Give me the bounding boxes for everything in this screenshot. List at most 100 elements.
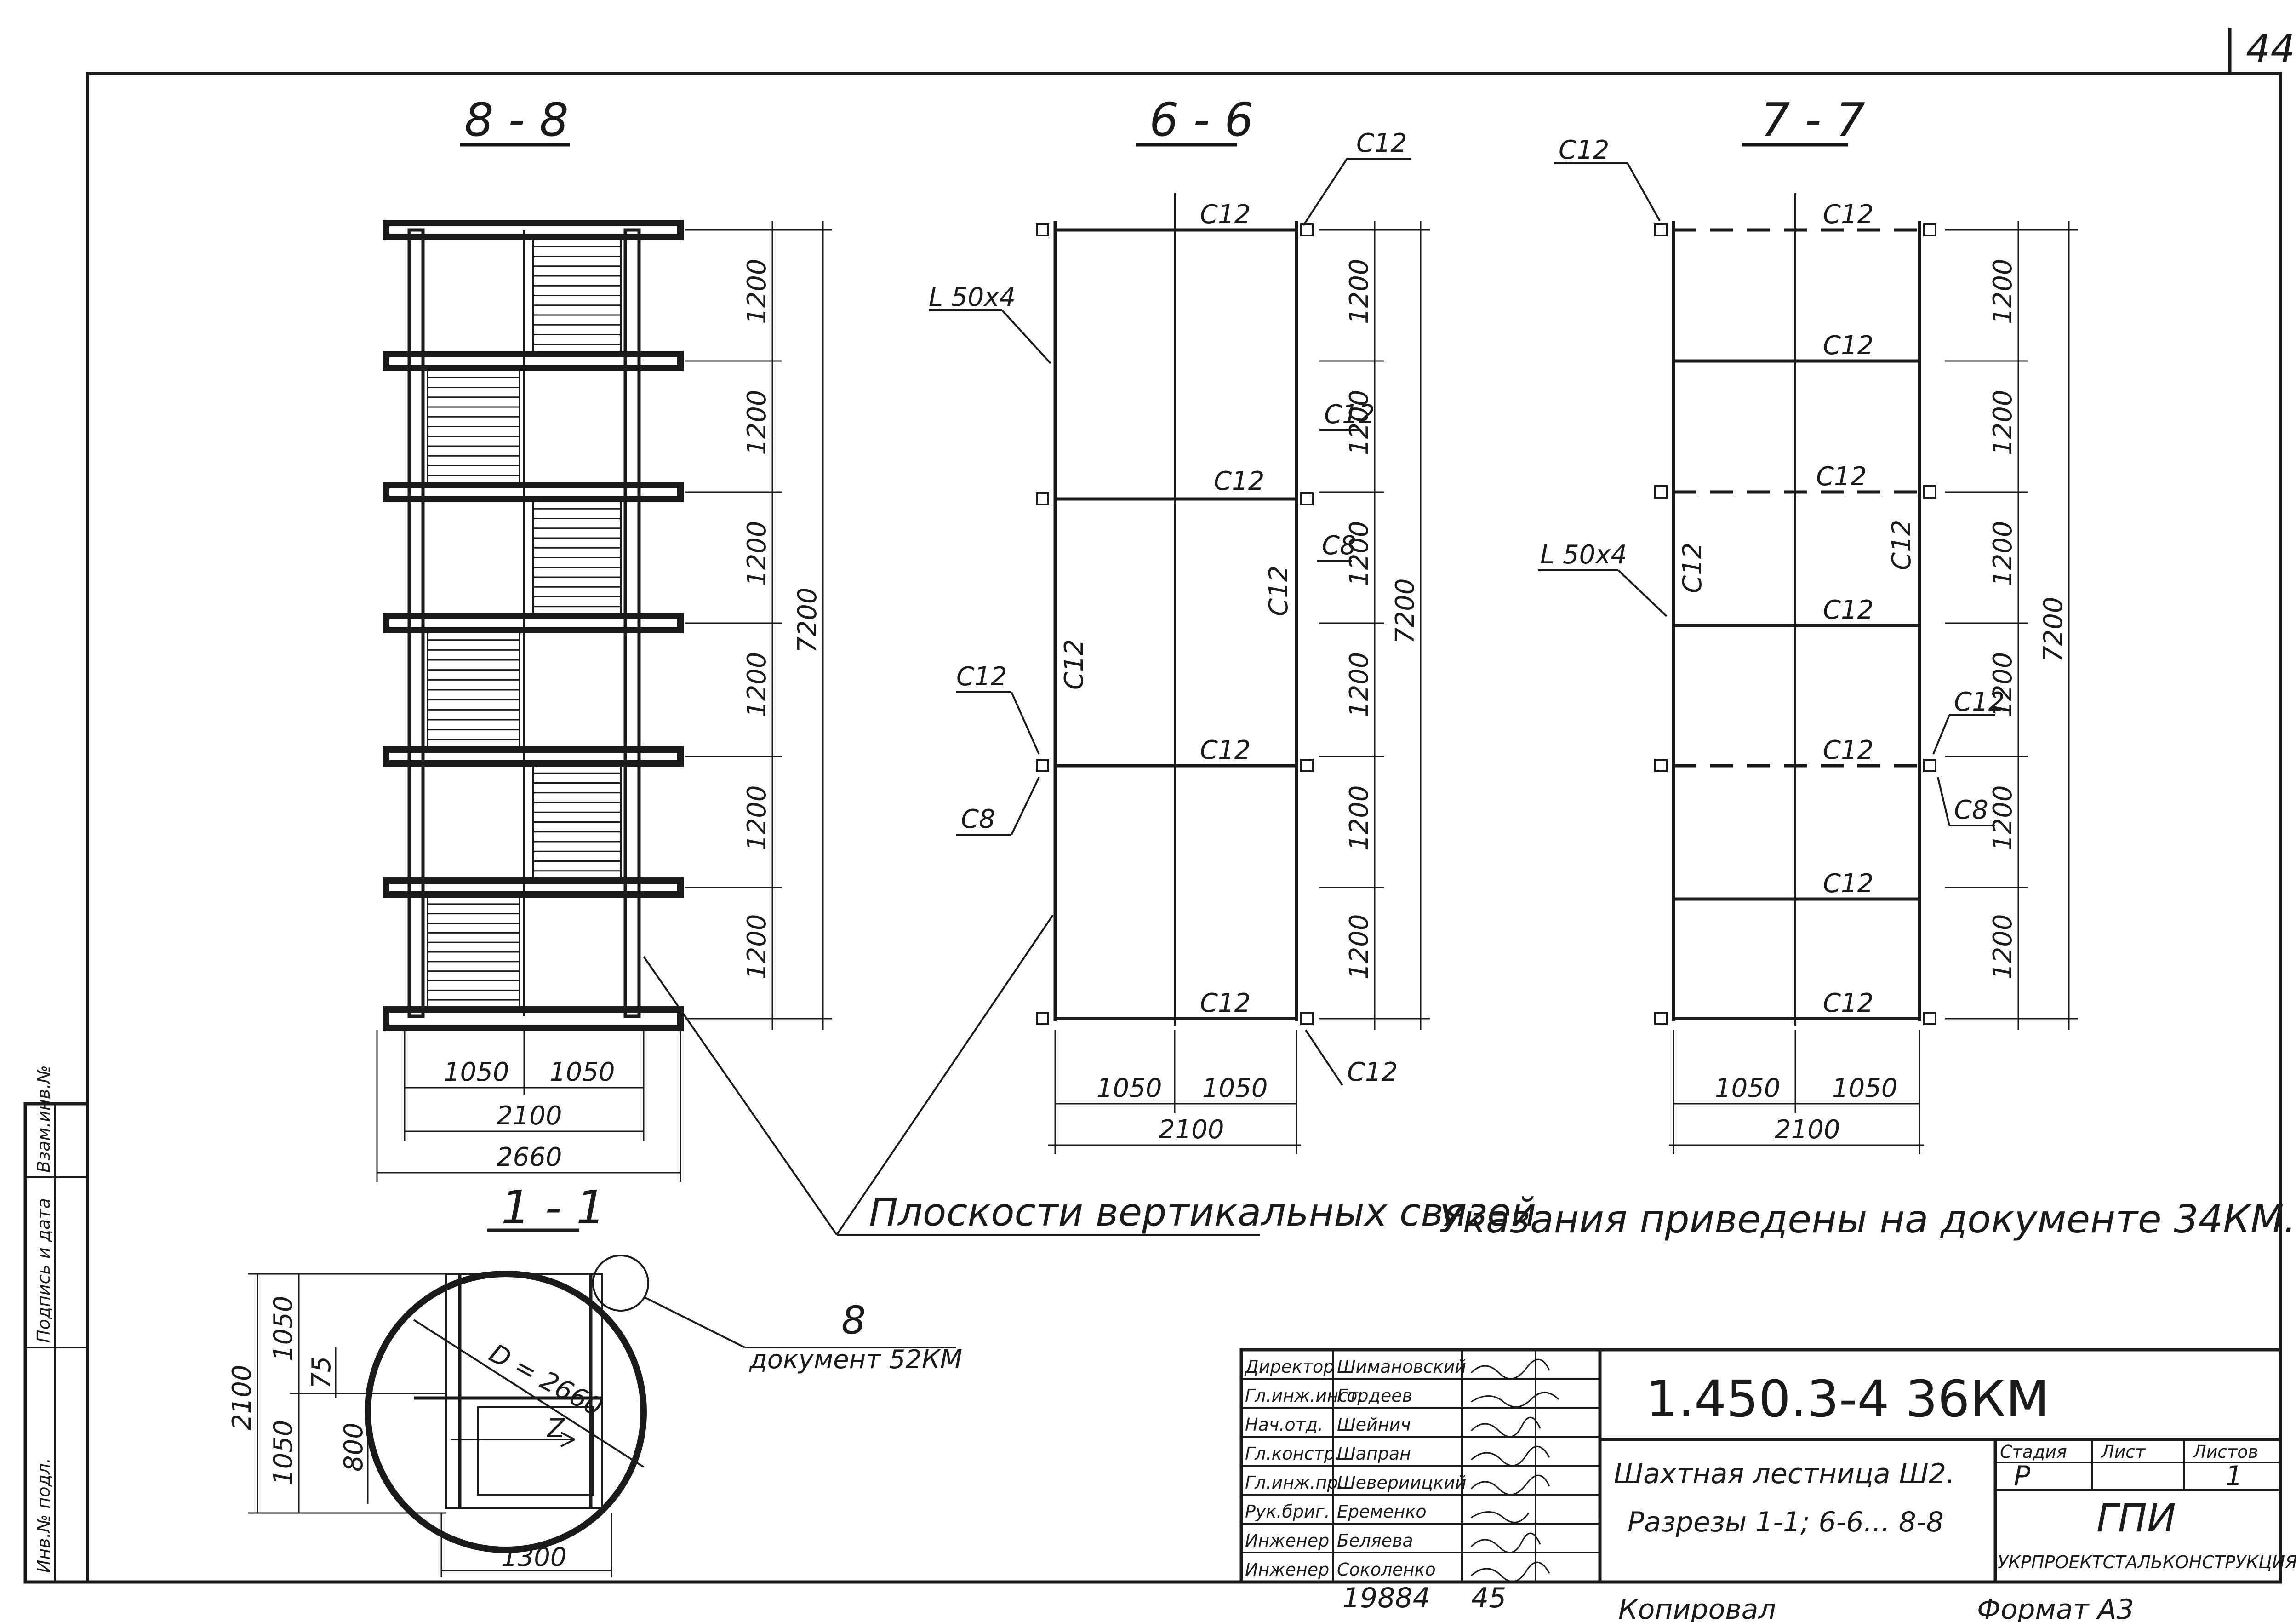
label-77-c12-callout-top: C12	[1559, 135, 1609, 165]
title-block: Директор Шимановский Гл.инж.инст. Гордее…	[1239, 1348, 2296, 1584]
tb-name-8: Соколенко	[1337, 1559, 1436, 1580]
bottom-number-2: 45	[1471, 1582, 1506, 1614]
sheet-header: Лист	[2100, 1442, 2146, 1462]
label-77-c12-callout-right: C12	[1954, 687, 2005, 717]
dim-77-h4: 1200	[1988, 652, 2018, 717]
dim-88-outer: 2660	[497, 1142, 562, 1172]
dim-11-2100: 2100	[227, 1364, 257, 1430]
tb-name-5: Шевериицкий	[1337, 1473, 1467, 1493]
label-77-c12-7: C12	[1823, 988, 1873, 1018]
callout-doc: документ 52КМ	[749, 1345, 962, 1375]
format-label: Формат А3	[1977, 1593, 2134, 1622]
z-label: Z	[546, 1414, 565, 1444]
bracing-note: Плоскости вертикальных связей	[643, 914, 1536, 1236]
dim-77-w1: 1050	[1715, 1073, 1781, 1103]
dim-77-h5: 1200	[1988, 785, 2018, 851]
dim-88-h3: 1200	[742, 521, 772, 586]
dim-88-h2: 1200	[742, 390, 772, 455]
label-66-c12-3: C12	[1200, 735, 1251, 765]
dim-88-h6: 1200	[742, 914, 772, 980]
tb-role-7: Инженер	[1245, 1530, 1329, 1551]
dim-88-w2: 1050	[549, 1057, 615, 1087]
bottom-number-1: 19884	[1342, 1582, 1430, 1614]
label-77-c12-6: C12	[1823, 869, 1873, 899]
dim-66-h6: 1200	[1344, 914, 1374, 980]
dim-66-h1: 1200	[1344, 258, 1374, 324]
copied-by: Копировал	[1618, 1593, 1776, 1622]
label-77-c12-3: C12	[1816, 462, 1867, 492]
label-66-c8-callout-left: C8	[961, 804, 995, 834]
dim-88-h5: 1200	[742, 785, 772, 851]
instructions-note: Указания приведены на документе 34КМ.	[1439, 1197, 2296, 1242]
dim-11-75: 75	[307, 1356, 337, 1389]
tb-name-7: Беляева	[1337, 1530, 1413, 1551]
tb-role-4: Гл.констр.	[1245, 1444, 1341, 1464]
signature-scribbles	[1470, 1358, 1559, 1582]
label-66-c12-callout-bottom: C12	[1347, 1057, 1398, 1087]
section-6-6: 6 - 6 C12 C12 C12 C12 C12 C12	[929, 93, 1430, 1154]
dim-66-h2: 1200	[1344, 390, 1374, 455]
dim-77-h1: 1200	[1988, 258, 2018, 324]
drawing-name-line1: Шахтная лестница Ш2.	[1614, 1458, 1955, 1490]
drawing-name-line2: Разрезы 1-1; 6-6... 8-8	[1628, 1506, 1944, 1538]
page-number: 44	[2246, 26, 2295, 71]
label-77-angle: L 50x4	[1540, 540, 1627, 570]
section-8-8: 8 - 8	[376, 93, 832, 1182]
dim-88-width: 2100	[497, 1101, 562, 1131]
dim-77-w2: 1050	[1832, 1073, 1898, 1103]
section-6-6-title: 6 - 6	[1149, 93, 1254, 147]
document-code: 1.450.3-4 36КМ	[1646, 1370, 2049, 1428]
org-full-name: УКРПРОЕКТСТАЛЬКОНСТРУКЦИЯ	[1998, 1552, 2296, 1572]
tb-name-6: Еременко	[1337, 1502, 1427, 1522]
section-1-1-title: 1 - 1	[501, 1181, 605, 1234]
section-7-7-title: 7 - 7	[1761, 93, 1865, 147]
dim-77-width: 2100	[1775, 1115, 1840, 1145]
label-66-c12-top: C12	[1200, 200, 1251, 229]
sheets-value: 1	[2225, 1460, 2243, 1492]
tb-role-8: Инженер	[1245, 1559, 1329, 1580]
dim-77-h3: 1200	[1988, 521, 2018, 586]
tb-name-1: Шимановский	[1337, 1357, 1466, 1377]
tb-name-3: Шейнич	[1337, 1415, 1411, 1435]
dim-66-total: 7200	[1390, 578, 1420, 644]
dim-88-total: 7200	[793, 587, 822, 653]
dim-77-h6: 1200	[1988, 914, 2018, 980]
section-7-7: 7 - 7 C12 C12 C12 C12 C12 C12	[1538, 93, 2078, 1154]
dim-66-h5: 1200	[1344, 785, 1374, 851]
label-66-c12-post-right: C12	[1264, 566, 1294, 616]
label-66-c12-2: C12	[1214, 466, 1264, 496]
tb-role-6: Рук.бриг.	[1245, 1502, 1330, 1522]
diameter-label: D = 2660	[484, 1338, 607, 1422]
tb-name-4: Шапран	[1337, 1444, 1411, 1464]
dim-88-h4: 1200	[742, 652, 772, 717]
section-1-1: 1 - 1 Z D = 2660 8 документ 52КМ 2100 10…	[227, 1181, 962, 1577]
label-77-c12-post-left: C12	[1678, 543, 1708, 593]
bracing-note-text: Плоскости вертикальных связей	[869, 1190, 1536, 1235]
dim-11-1300: 1300	[501, 1542, 567, 1572]
dim-66-h3: 1200	[1344, 521, 1374, 586]
label-66-c12-callout-mid: C12	[1324, 400, 1375, 430]
sheets-header: Листов	[2192, 1442, 2258, 1462]
label-77-c12-5: C12	[1823, 735, 1873, 765]
dim-88-h1: 1200	[742, 258, 772, 324]
callout-number: 8	[841, 1298, 866, 1343]
label-66-c12-bottom: C12	[1200, 988, 1251, 1018]
side-stamp-replace: Взам.инв.№	[34, 1065, 54, 1173]
side-stamp-inv: Инв.№ подл.	[34, 1458, 54, 1573]
tb-role-3: Нач.отд.	[1245, 1415, 1323, 1435]
label-77-c8-callout: C8	[1954, 795, 1988, 825]
side-stamp: Инв.№ подл. Подпись и дата Взам.инв.№	[23, 1065, 89, 1584]
tb-role-5: Гл.инж.пр.	[1245, 1473, 1343, 1493]
label-66-c12-callout-left: C12	[956, 662, 1007, 692]
dim-88-w1: 1050	[444, 1057, 509, 1087]
dim-77-total: 7200	[2039, 596, 2068, 662]
org-name: ГПИ	[2096, 1496, 2176, 1541]
dim-11-1050-bottom: 1050	[268, 1420, 298, 1485]
label-77-c12-2: C12	[1823, 331, 1873, 361]
side-stamp-sign: Подпись и дата	[34, 1198, 54, 1343]
label-77-c12-4: C12	[1823, 595, 1873, 625]
label-66-c12-callout-top: C12	[1356, 128, 1407, 158]
label-66-c8-callout: C8	[1322, 531, 1356, 561]
dim-66-h4: 1200	[1344, 652, 1374, 717]
